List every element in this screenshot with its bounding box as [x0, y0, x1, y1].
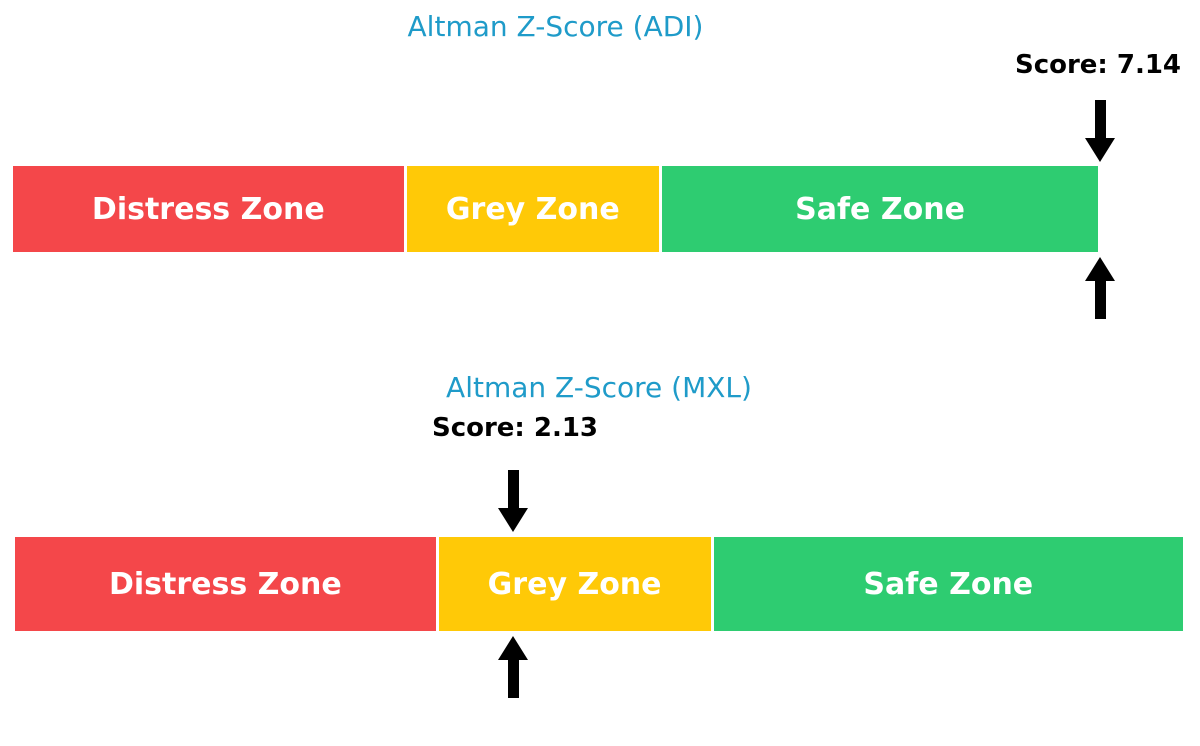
- score-value-label: Score: 7.14: [1014, 50, 1182, 80]
- zone-label: Grey Zone: [487, 566, 662, 602]
- score-marker-down-arrow-icon: [498, 470, 528, 532]
- arrow-head: [1085, 257, 1115, 281]
- zone-grey: Grey Zone: [438, 537, 711, 631]
- zone-distress: Distress Zone: [13, 166, 404, 252]
- zone-safe: Safe Zone: [713, 537, 1183, 631]
- zone-label: Grey Zone: [445, 191, 620, 227]
- score-marker-down-arrow-icon: [1085, 100, 1115, 162]
- arrow-stem: [1094, 100, 1106, 138]
- zone-grey: Grey Zone: [406, 166, 660, 252]
- zone-distress: Distress Zone: [15, 537, 436, 631]
- arrow-head: [498, 636, 528, 660]
- zone-label: Distress Zone: [108, 566, 342, 602]
- score-marker-up-arrow-icon: [1085, 257, 1115, 319]
- score-value-label: Score: 2.13: [431, 413, 599, 443]
- score-marker-up-arrow-icon: [498, 636, 528, 698]
- zone-bar: Distress Zone Grey Zone Safe Zone: [15, 537, 1183, 631]
- zone-label: Safe Zone: [863, 566, 1034, 602]
- zone-safe: Safe Zone: [662, 166, 1098, 252]
- zone-label: Safe Zone: [795, 191, 965, 227]
- zone-bar: Distress Zone Grey Zone Safe Zone: [13, 166, 1098, 252]
- arrow-head: [498, 508, 528, 532]
- arrow-stem: [1094, 281, 1106, 319]
- arrow-stem: [507, 470, 519, 508]
- chart-title-adi: Altman Z-Score (ADI): [407, 10, 704, 43]
- arrow-stem: [507, 660, 519, 698]
- zone-label: Distress Zone: [91, 191, 325, 227]
- arrow-head: [1085, 138, 1115, 162]
- chart-title-mxl: Altman Z-Score (MXL): [446, 371, 752, 404]
